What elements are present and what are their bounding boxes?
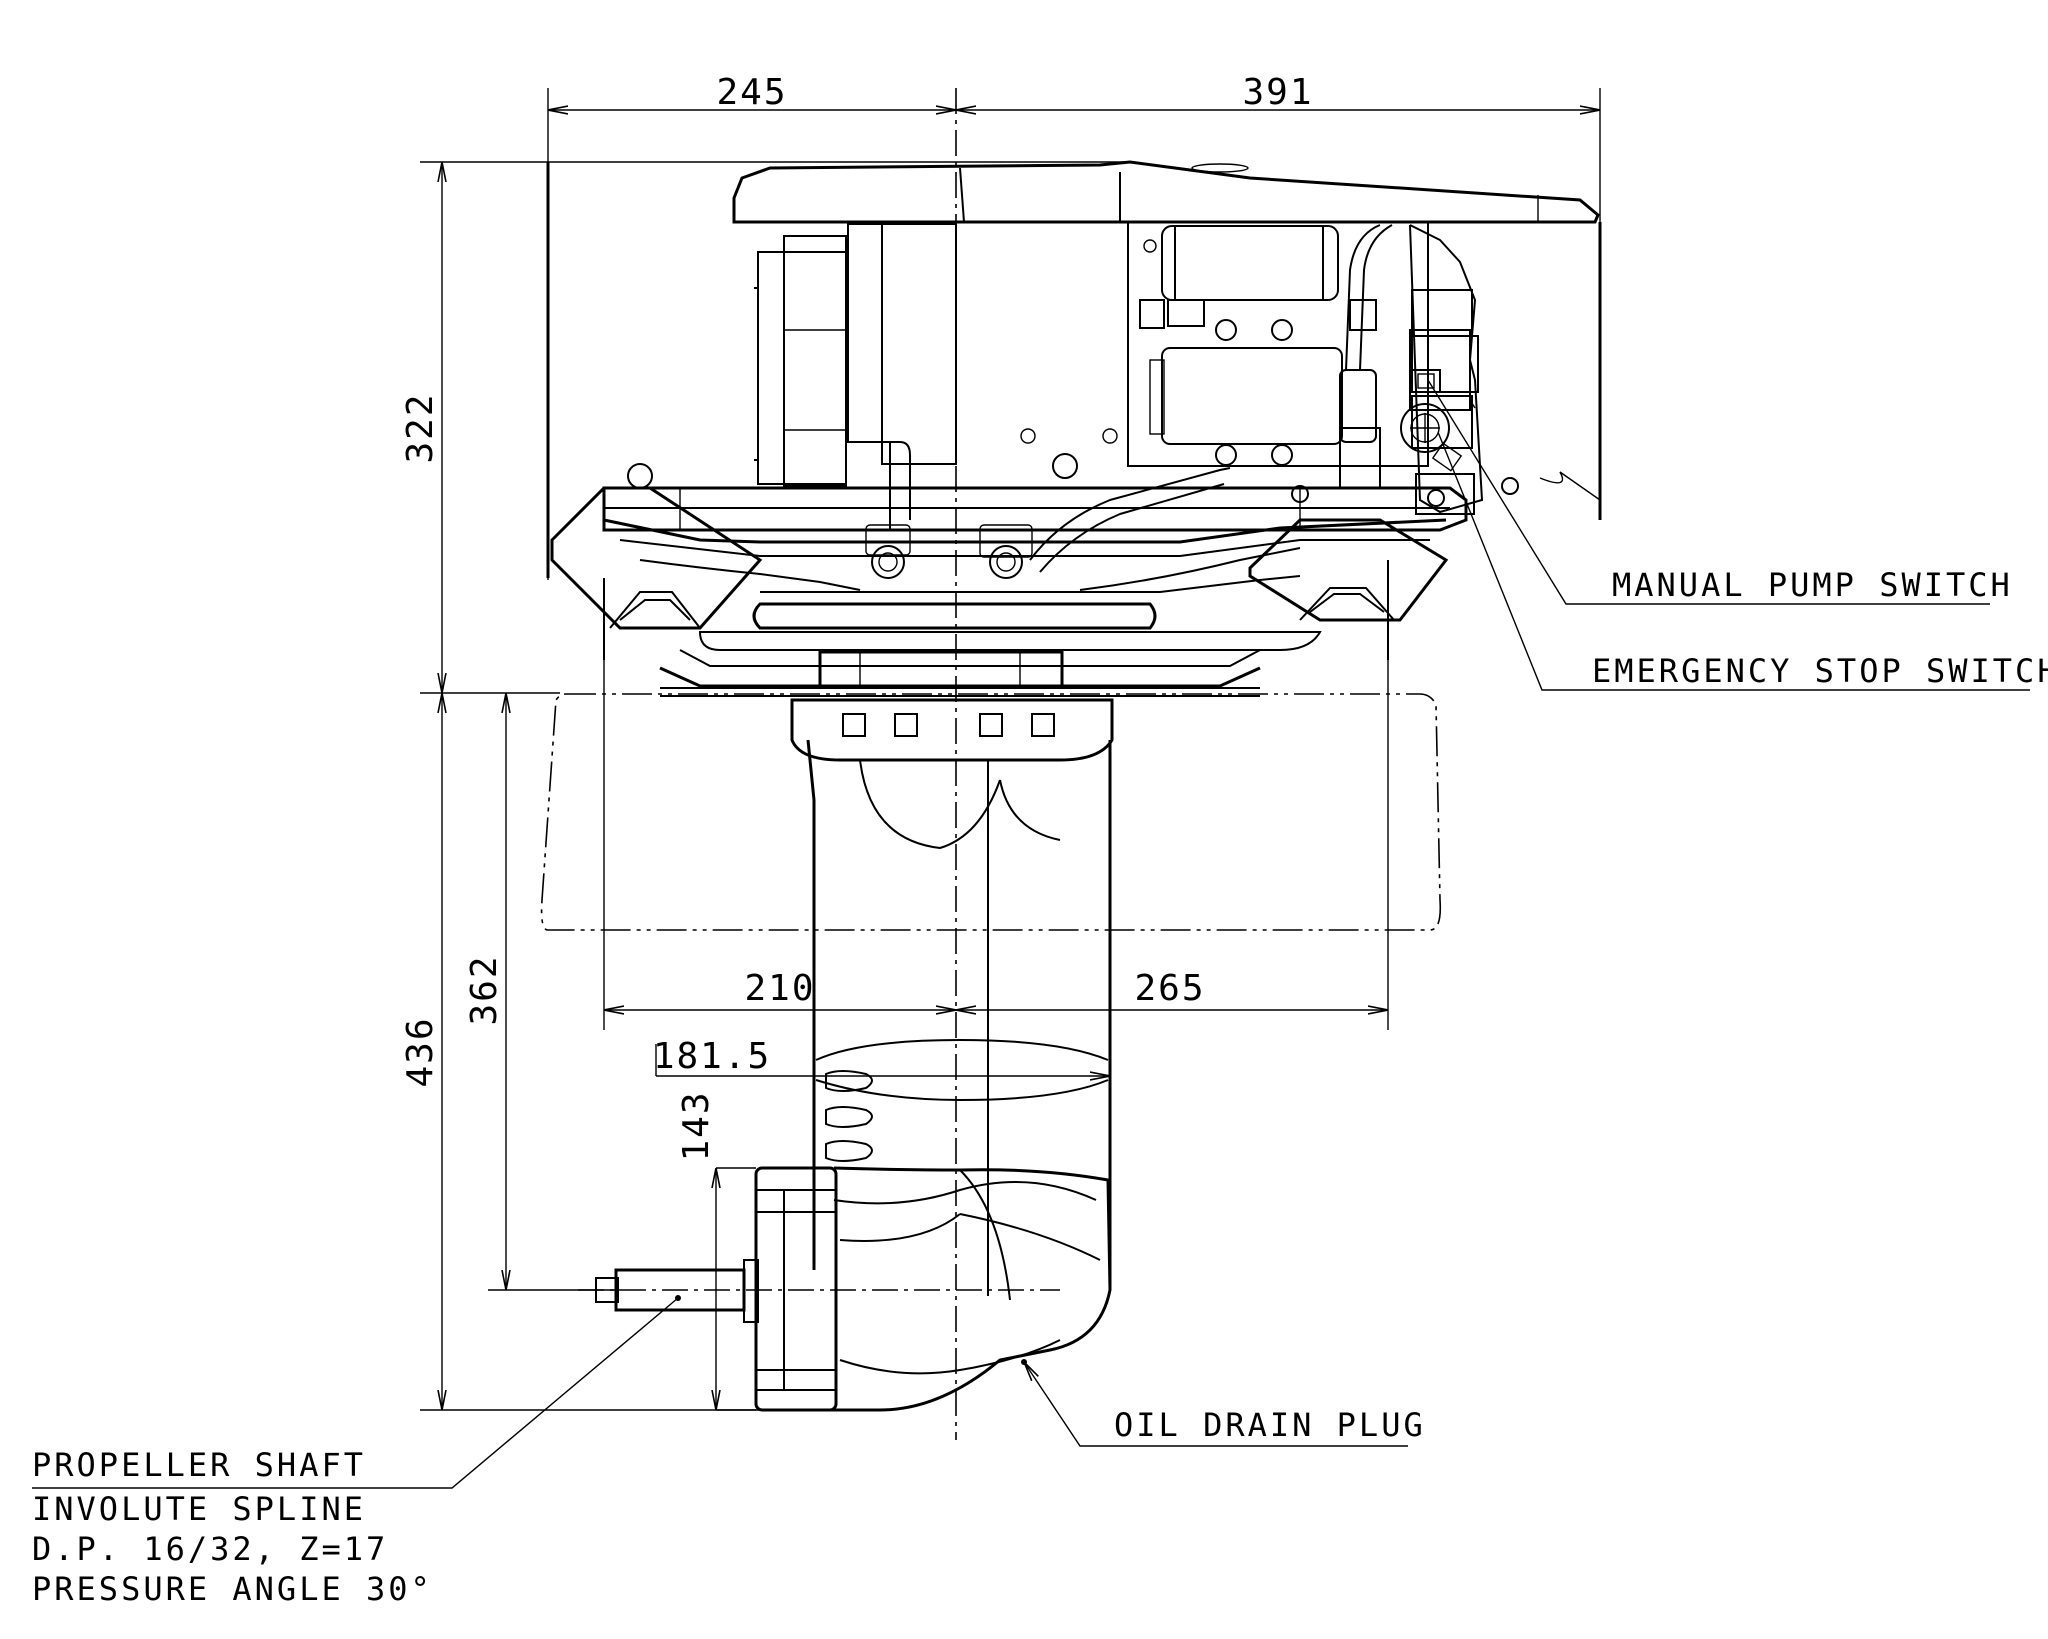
label-pressure-angle: PRESSURE ANGLE 30° <box>32 1570 433 1608</box>
dim-hub-height: 143 <box>676 1090 717 1161</box>
dim-half-width: 181.5 <box>653 1036 771 1077</box>
label-spline-params: D.P. 16/32, Z=17 <box>32 1530 388 1568</box>
top-cover <box>732 160 1600 224</box>
emergency-stop-knob <box>1400 403 1450 453</box>
hull-phantom-outline <box>540 693 1442 931</box>
label-oil-drain-plug: OIL DRAIN PLUG <box>1114 1406 1426 1444</box>
dim-lower-right: 265 <box>1134 968 1205 1009</box>
dim-shaft-height: 362 <box>464 954 505 1025</box>
left-dimensions: 322 436 362 <box>400 161 1130 1411</box>
upper-unit <box>546 160 1602 697</box>
lower-unit <box>578 698 1114 1412</box>
label-emergency-stop-switch: EMERGENCY STOP SWITCH <box>1592 652 2048 690</box>
dim-upper-height: 322 <box>400 392 441 463</box>
callouts: MANUAL PUMP SWITCH EMERGENCY STOP SWITCH… <box>32 379 2048 1608</box>
label-propeller-shaft: PROPELLER SHAFT <box>32 1446 366 1484</box>
dim-lower-left: 210 <box>744 968 815 1009</box>
label-manual-pump-switch: MANUAL PUMP SWITCH <box>1612 566 2013 604</box>
lower-dimensions: 210 265 181.5 143 <box>603 660 1389 1411</box>
propeller-shaft <box>614 1268 746 1312</box>
manual-pump-switch-box <box>1411 369 1441 393</box>
dim-top-left: 245 <box>716 72 787 113</box>
dim-top-right: 391 <box>1242 72 1313 113</box>
dim-lower-height: 436 <box>400 1016 441 1087</box>
label-involute-spline: INVOLUTE SPLINE <box>32 1490 366 1528</box>
